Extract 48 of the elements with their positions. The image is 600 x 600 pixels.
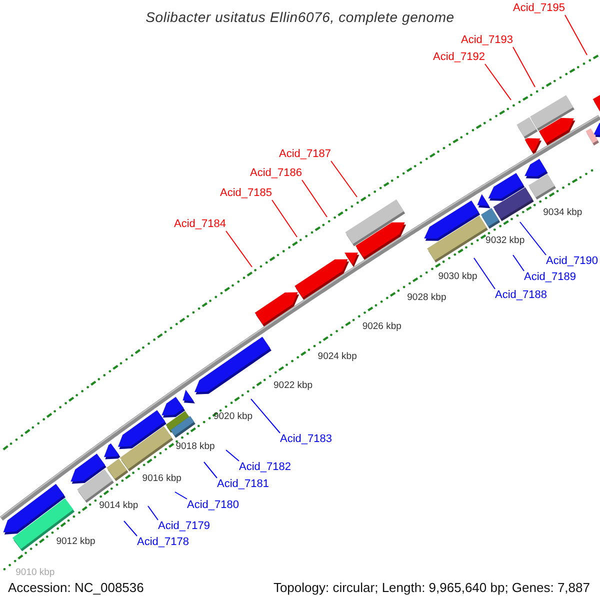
leader-line: [124, 520, 138, 536]
leader-line: [484, 64, 512, 100]
scale-label: 9012 kbp: [56, 536, 96, 547]
scale-label: 9026 kbp: [362, 321, 402, 332]
leader-line: [174, 492, 188, 500]
accession-text: Accession: NC_008536: [8, 580, 144, 595]
gene-label: Acid_7195: [513, 2, 565, 15]
leader-line: [474, 258, 496, 290]
gene-label: Acid_7192: [433, 51, 485, 64]
scale-label: 9020 kbp: [213, 410, 253, 422]
leader-line: [272, 200, 298, 238]
leader-line: [250, 398, 280, 434]
gene-label: Acid_7185: [220, 187, 272, 200]
scale-label: 9028 kbp: [407, 292, 446, 303]
diagram-title: Solibacter usitatus Ellin6076, complete genome: [144, 9, 456, 25]
leader-line: [520, 222, 546, 256]
leader-line: [512, 254, 524, 272]
gene-label: Acid_7190: [546, 255, 598, 268]
leader-line: [204, 462, 218, 478]
scale-label: 9014 kbp: [99, 500, 138, 512]
topology-text: Topology: circular; Length: 9,965,640 bp; Genes: 7,887: [273, 580, 590, 595]
gene-label: Acid_7179: [158, 520, 210, 533]
leader-line: [512, 46, 536, 88]
gene-label: Acid_7180: [187, 499, 239, 512]
scale-label: 9016 kbp: [142, 472, 182, 484]
scale-label: 9022 kbp: [274, 380, 313, 392]
leader-line: [302, 180, 328, 218]
gene-label: Acid_7187: [279, 148, 331, 161]
scale-label: 9034 kbp: [543, 207, 582, 218]
gene-label: Acid_7183: [280, 433, 332, 446]
leader-line: [148, 506, 158, 520]
gene-label: Acid_7193: [461, 34, 513, 47]
gene-label: Acid_7188: [495, 289, 547, 302]
gene-label: Acid_7178: [137, 536, 189, 549]
leader-line: [226, 230, 252, 268]
gene-label: Acid_7189: [524, 271, 576, 284]
scale-label: 9010 kbp: [16, 567, 55, 578]
scale-label: 9032 kbp: [486, 234, 525, 246]
gene-label: Acid_7184: [174, 218, 226, 231]
scale-label: 9030 kbp: [438, 271, 478, 282]
scale-label: 9018 kbp: [176, 441, 215, 452]
leader-line: [226, 450, 240, 462]
gene-label: Acid_7181: [217, 478, 269, 491]
scale-label: 9024 kbp: [318, 350, 357, 362]
gene-label: Acid_7182: [239, 461, 291, 474]
leader-line: [564, 14, 588, 56]
gene-label: Acid_7186: [250, 167, 302, 180]
leader-line: [330, 160, 358, 198]
